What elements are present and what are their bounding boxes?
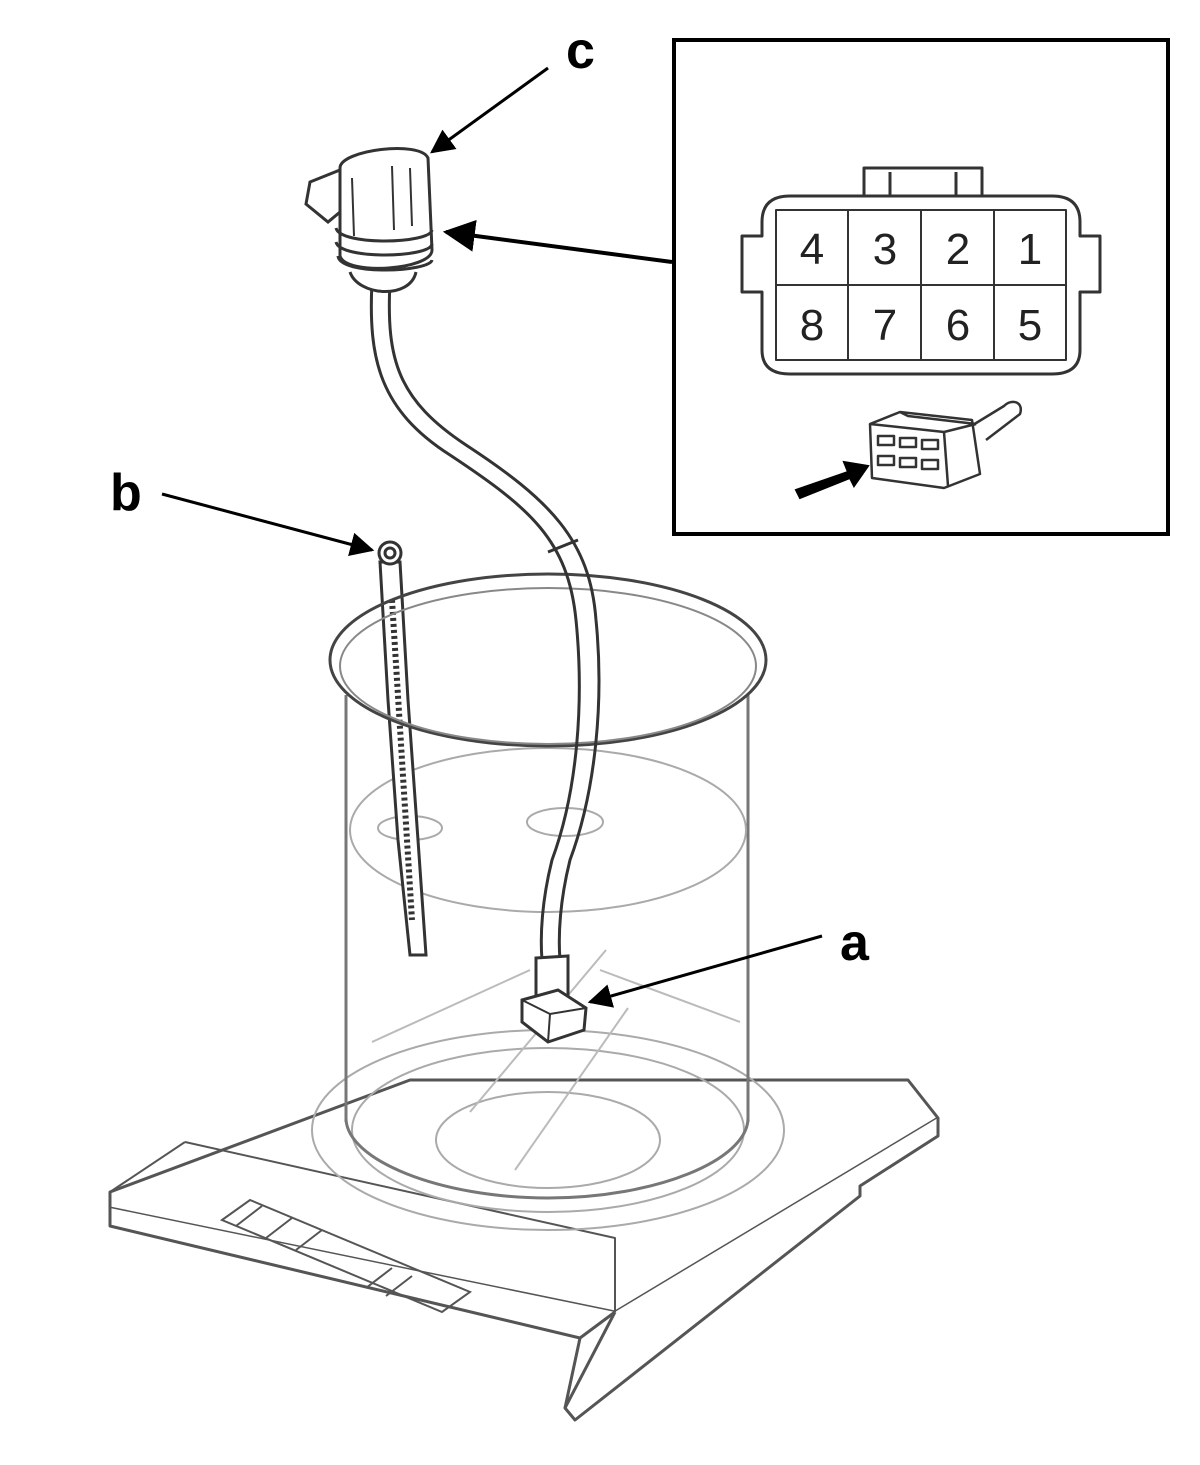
callout-a-leader bbox=[587, 934, 823, 1008]
beaker bbox=[344, 695, 750, 1200]
thermometer bbox=[377, 540, 428, 957]
pin-label: 3 bbox=[873, 225, 897, 274]
control-panel bbox=[219, 1198, 473, 1314]
callout-label-c: c bbox=[566, 22, 595, 80]
small-connector-icon bbox=[868, 400, 1023, 490]
connector-c bbox=[304, 147, 434, 293]
callout-label-b: b bbox=[110, 464, 142, 522]
pin-label: 1 bbox=[1018, 225, 1042, 274]
pin-label: 2 bbox=[946, 225, 970, 274]
pin-label: 7 bbox=[873, 301, 897, 350]
callout-b-leader bbox=[161, 492, 375, 557]
connector-face bbox=[740, 166, 1102, 376]
sensor-tip-a bbox=[520, 954, 588, 1044]
pin-label: 8 bbox=[800, 301, 824, 350]
pin-label: 6 bbox=[946, 301, 970, 350]
beaker-rim bbox=[328, 572, 768, 748]
callout-c-leader bbox=[430, 66, 549, 154]
sensor-cable bbox=[369, 281, 601, 961]
callout-label-a: a bbox=[840, 914, 870, 972]
pin-label: 4 bbox=[800, 225, 824, 274]
connector-detail-inset: 4 3 2 1 8 7 6 5 bbox=[672, 38, 1170, 536]
pin-label: 5 bbox=[1018, 301, 1042, 350]
view-direction-arrow bbox=[794, 460, 870, 500]
inset-leader-arrow bbox=[442, 219, 673, 264]
